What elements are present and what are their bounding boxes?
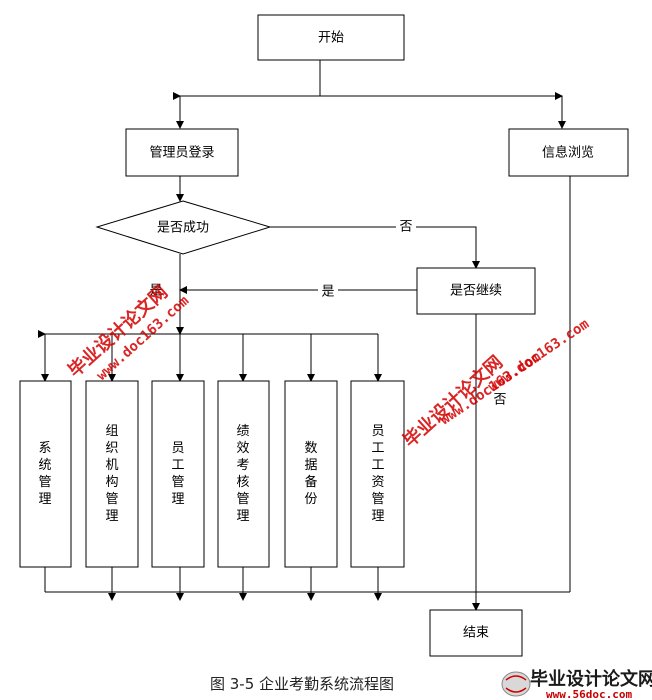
success-label: 是否成功 — [157, 221, 209, 236]
end-node: 结束 — [429, 609, 523, 657]
edge-label-yes-continue: 是 — [321, 285, 334, 300]
edge-label-no-success: 否 — [399, 220, 412, 235]
edge-label-yes-success: 是 — [149, 284, 162, 299]
site-logo: 毕业设计论文网 www.56doc.com — [501, 668, 652, 700]
module-box-salary — [350, 380, 405, 568]
module-box-employee — [151, 380, 205, 568]
edge-label-no-continue: 否 — [493, 393, 506, 408]
module-box-backup — [284, 380, 338, 568]
start-label: 开始 — [318, 31, 344, 46]
svg-text:www.56doc.com: www.56doc.com — [546, 688, 632, 700]
connectors — [38, 60, 571, 611]
watermark-2: 毕业设计论文网 — [399, 351, 507, 452]
module-label-salary: 员工工资管理 — [371, 424, 384, 524]
figure-caption: 图 3-5 企业考勤系统流程图 — [210, 675, 394, 693]
module-label-performance: 绩效考核管理 — [236, 424, 249, 524]
continue-label: 是否继续 — [450, 284, 502, 299]
start-node: 开始 — [257, 14, 405, 61]
admin-login-node: 管理员登录 — [125, 128, 239, 177]
continue-node: 是否继续 — [416, 267, 536, 315]
success-decision-node: 是否成功 — [95, 200, 272, 255]
watermark-1: 毕业设计论文网 www.doc163.com — [64, 281, 193, 384]
svg-text:毕业设计论文网: 毕业设计论文网 — [399, 351, 507, 452]
module-box-system — [19, 380, 72, 568]
module-label-system: 系统管理 — [38, 441, 51, 507]
module-nodes: 系统管理 组织机构管理 员工管理 绩效考核管理 数据备份 员工工资管理 — [19, 380, 405, 568]
module-label-org: 组织机构管理 — [105, 424, 118, 524]
svg-text:毕业设计论文网: 毕业设计论文网 — [530, 668, 652, 690]
admin-login-label: 管理员登录 — [149, 146, 214, 161]
module-box-performance — [217, 380, 270, 568]
info-browse-node: 信息浏览 — [508, 128, 629, 177]
module-box-org — [85, 380, 139, 568]
info-browse-label: 信息浏览 — [542, 145, 594, 161]
watermark-4: www.doc163.com — [485, 316, 592, 395]
module-label-employee: 员工管理 — [171, 441, 184, 507]
module-label-backup: 数据备份 — [304, 441, 317, 507]
svg-text:www.doc163.com: www.doc163.com — [485, 316, 592, 395]
end-label: 结束 — [463, 626, 489, 641]
edge-labels: 否 是 是 否 — [149, 219, 507, 408]
